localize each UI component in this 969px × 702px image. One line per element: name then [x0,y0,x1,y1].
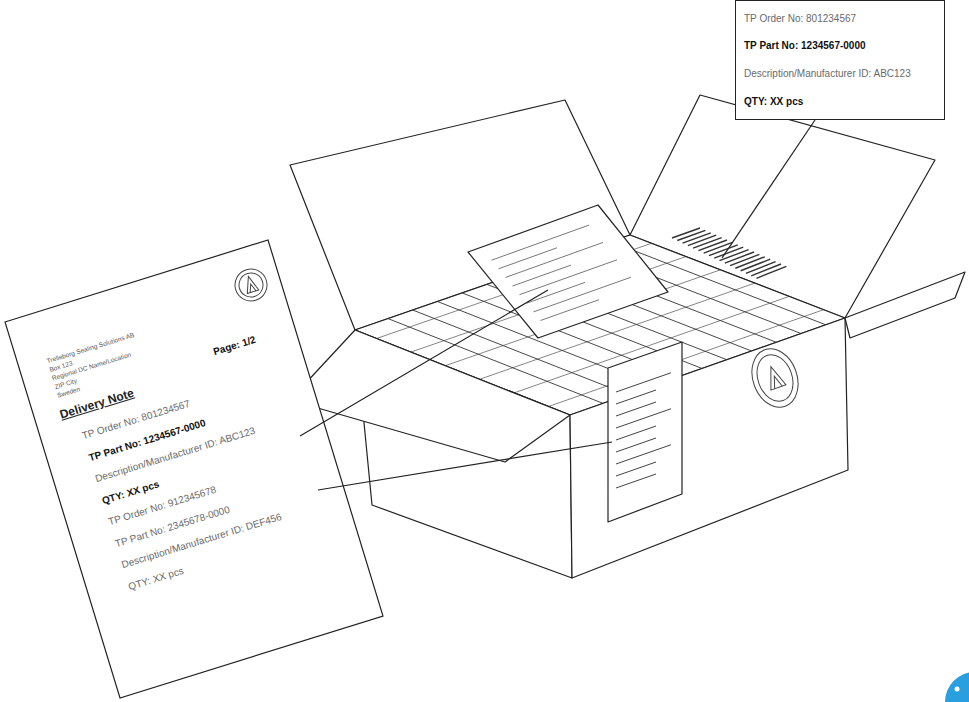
item-field: TP Order No: 801234567 [744,13,856,25]
delivery-note-sheet [5,240,383,698]
page-number: Page: 1/2 [211,333,256,357]
logo-emblem [744,342,806,413]
box-right-face [570,318,848,578]
delivery-note: Trelleborg Sealing Solutions ABBox 123Re… [5,241,383,697]
item-field: QTY: XX pcs [126,564,184,592]
logo-emblem [231,265,271,305]
leader-line [300,120,815,490]
item-field: Description/Manufacturer ID: ABC123 [744,68,911,80]
item-field: QTY: XX pcs [744,96,803,108]
corner-mark [945,672,969,702]
box-face-label [608,342,682,522]
front-right-flap [845,272,965,338]
part-label-callout: TP Order No: 801234567 TP Part No: 123456… [735,0,945,120]
item-field: TP Part No: 1234567-0000 [744,40,866,52]
inner-note-lines [492,225,632,320]
front-left-flap [290,330,570,462]
box-label-lines [616,373,671,488]
inner-delivery-note [468,205,668,338]
item-field: QTY: XX pcs [100,477,160,505]
